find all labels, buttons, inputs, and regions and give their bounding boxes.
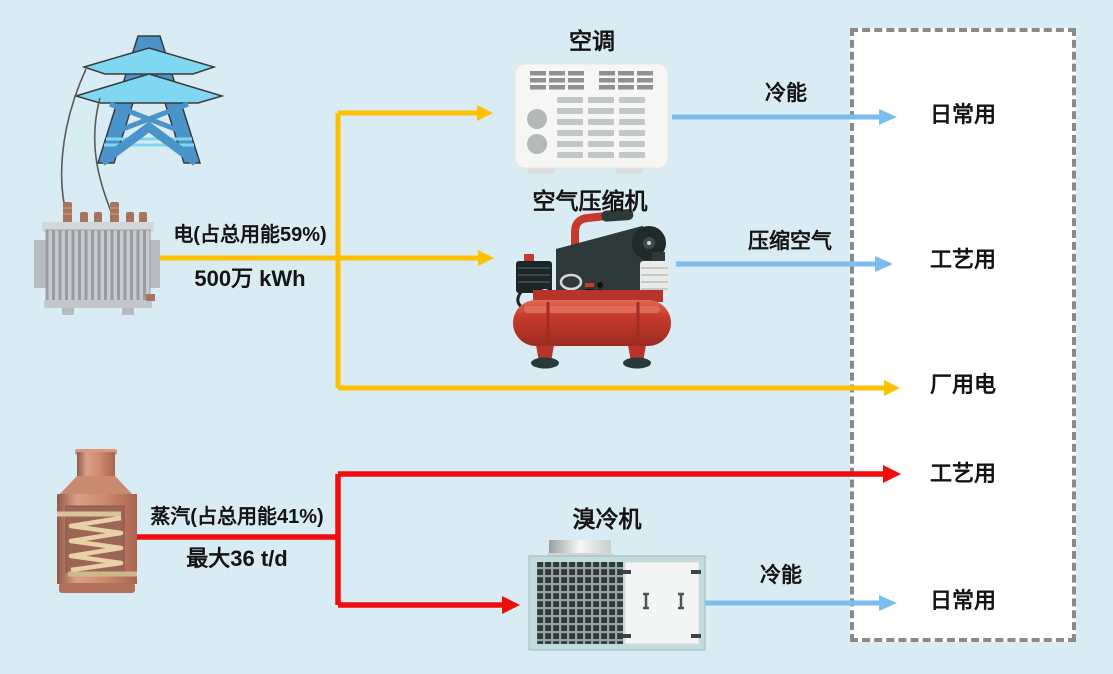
electricity-amount-label: 500万 kWh xyxy=(194,266,306,291)
cold-energy-flow-label-top: 冷能 xyxy=(765,82,807,105)
cold-energy-flow-label-bottom: 冷能 xyxy=(760,564,802,587)
transmission-tower-icon xyxy=(73,35,225,166)
steam-amount-label: 最大36 t/d xyxy=(186,546,288,571)
end-use-daily-bottom: 日常用 xyxy=(929,588,996,613)
steam-flow-arrows xyxy=(136,465,901,614)
end-use-process-bottom: 工艺用 xyxy=(929,461,996,486)
end-use-process-top: 工艺用 xyxy=(929,247,996,272)
transformer-icon xyxy=(34,202,160,315)
compressed-air-flow-label: 压缩空气 xyxy=(748,230,832,253)
end-use-daily-top: 日常用 xyxy=(929,102,996,127)
air-compressor-label: 空气压缩机 xyxy=(532,188,648,214)
end-use-plant-power: 厂用电 xyxy=(929,372,996,397)
steam-share-label: 蒸汽(占总用能41%) xyxy=(150,506,324,528)
bromine-chiller-label: 溴冷机 xyxy=(572,506,642,532)
end-uses-box xyxy=(850,28,1076,642)
electricity-share-label: 电(占总用能59%) xyxy=(173,224,327,246)
air-conditioner-icon xyxy=(514,63,669,174)
air-conditioner-label: 空调 xyxy=(569,28,615,54)
bromine-chiller-icon xyxy=(528,540,706,651)
air-compressor-icon xyxy=(513,209,671,369)
electricity-flow-arrows xyxy=(152,105,900,396)
boiler-icon xyxy=(57,449,137,593)
cold-energy-flow-arrows xyxy=(672,109,897,611)
